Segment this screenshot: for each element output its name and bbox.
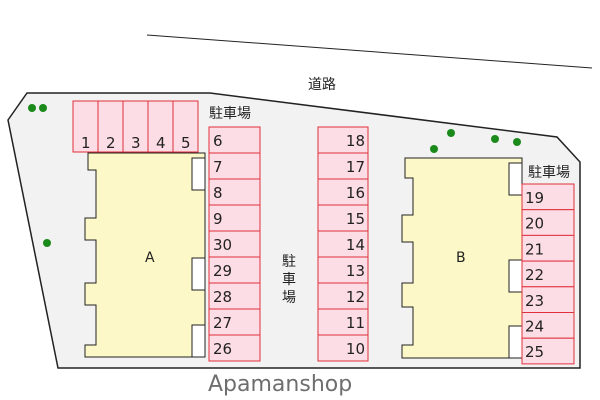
- parking-space-number: 29: [213, 262, 232, 280]
- building-b: [401, 157, 523, 359]
- tree-icon: [491, 135, 499, 143]
- building-b-balcony: [508, 259, 523, 293]
- building-b-label: B: [456, 250, 466, 266]
- parking-space-number: 7: [213, 158, 223, 176]
- building-a-label: A: [145, 250, 155, 266]
- parking-space: [172, 100, 199, 153]
- parking-space-number: 27: [213, 314, 232, 332]
- parking-space-number: 21: [525, 240, 544, 258]
- parking-space: [208, 230, 261, 258]
- tree-icon: [430, 145, 438, 153]
- parking-label-vertical: 車: [282, 271, 296, 288]
- road-line: [146, 34, 593, 69]
- parking-space-number: 5: [181, 134, 191, 152]
- parking-space-number: 4: [156, 134, 166, 152]
- parking-space: [208, 126, 261, 154]
- building-b-balcony: [508, 325, 523, 359]
- building-b-balcony: [508, 162, 523, 196]
- parking-space-number: 6: [213, 132, 223, 150]
- parking-space-number: 11: [346, 314, 365, 332]
- trees: [28, 104, 521, 247]
- building-a-balcony: [191, 157, 206, 191]
- parking-space-number: 25: [525, 343, 544, 361]
- parking-space: [208, 152, 261, 180]
- parking-space: [317, 334, 369, 362]
- parking-space-number: 26: [213, 340, 232, 358]
- parking-space: [317, 152, 369, 180]
- parking-label-left: 駐車場: [209, 105, 251, 122]
- parking-space: [208, 334, 261, 362]
- watermark: Apamanshop: [208, 372, 353, 397]
- building-a-balcony: [191, 257, 206, 291]
- parking-space: [317, 178, 369, 206]
- parking-space-number: 10: [346, 340, 365, 358]
- parking-space: [208, 178, 261, 206]
- parking-space-number: 13: [346, 262, 365, 280]
- parking-space: [521, 234, 575, 262]
- parking-label-right: 駐車場: [528, 164, 570, 181]
- parking-space-number: 28: [213, 288, 232, 306]
- parking-space: [521, 337, 575, 365]
- parking-space-number: 2: [106, 134, 116, 152]
- parking-space: [317, 126, 369, 154]
- building-a: [84, 152, 206, 358]
- tree-icon: [43, 239, 51, 247]
- parking-space-number: 19: [525, 189, 544, 207]
- parking-space: [521, 260, 575, 288]
- parking-space-number: 17: [346, 158, 365, 176]
- parking-space: [317, 230, 369, 258]
- parking-space-number: 14: [346, 236, 365, 254]
- parking-space: [317, 282, 369, 310]
- parking-space-number: 24: [525, 318, 544, 336]
- parking-space-number: 1: [81, 134, 91, 152]
- parking-space: [317, 204, 369, 232]
- parking-space: [97, 100, 124, 153]
- watermark-band: [50, 371, 580, 399]
- parking-label-vertical: 場: [282, 290, 296, 306]
- parking-space: [208, 256, 261, 284]
- building-a-balcony: [191, 324, 206, 358]
- parking-space: [317, 256, 369, 284]
- parking-space-number: 23: [525, 292, 544, 310]
- parking-space-number: 22: [525, 266, 544, 284]
- parking-space: [521, 209, 575, 236]
- parking-space-number: 16: [346, 184, 365, 202]
- parking-space-number: 20: [525, 215, 544, 233]
- parking-space: [521, 312, 575, 339]
- parking-space-number: 9: [213, 210, 223, 228]
- tree-icon: [447, 129, 455, 137]
- tree-icon: [39, 104, 47, 112]
- parking-space: [72, 100, 99, 153]
- tree-icon: [28, 104, 36, 112]
- parking-label-vertical: 駐: [282, 254, 296, 270]
- parking-space-number: 12: [346, 288, 365, 306]
- parking-space-number: 15: [346, 210, 365, 228]
- parking-space-number: 3: [131, 134, 141, 152]
- parking-space-number: 30: [213, 236, 232, 254]
- tree-icon: [513, 138, 521, 146]
- road-label: 道路: [308, 77, 336, 93]
- parking-space-number: 18: [346, 132, 365, 150]
- parking-space-number: 8: [213, 184, 223, 202]
